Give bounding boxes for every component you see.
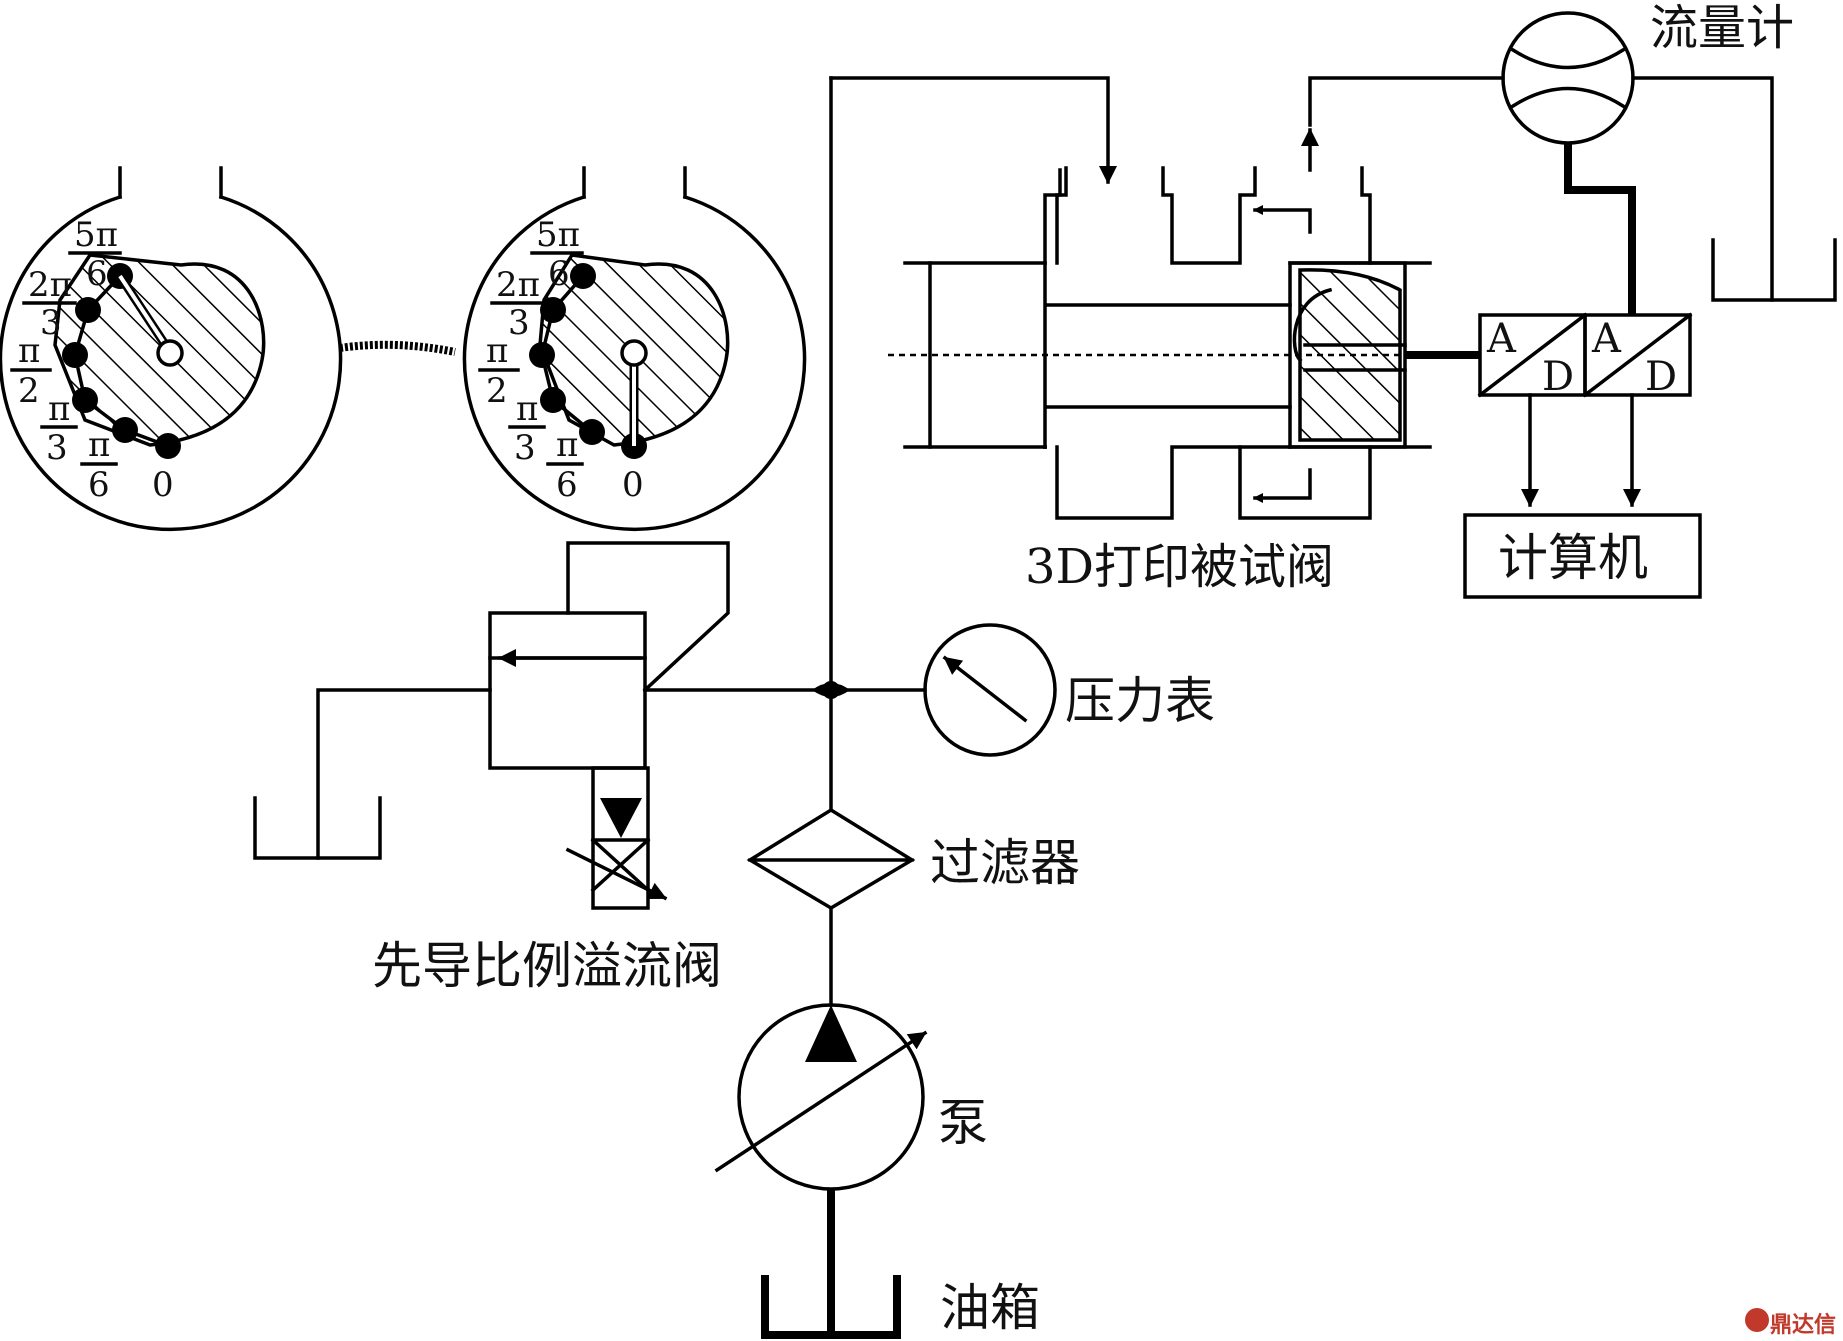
label-zero: 0 bbox=[622, 465, 644, 505]
ad1-a-label: A bbox=[1486, 316, 1517, 362]
tank-top-right bbox=[1711, 238, 1837, 302]
computer-box bbox=[1463, 513, 1702, 599]
label-pi-2-num: π bbox=[486, 331, 508, 371]
label-pi-2-den: 2 bbox=[18, 371, 40, 411]
label-pi-3-num: π bbox=[48, 389, 70, 429]
flowmeter bbox=[1501, 11, 1636, 315]
label-pi-2-num: π bbox=[18, 331, 40, 371]
label-5pi-6-num: 5π bbox=[74, 215, 118, 255]
pivot-hole-right bbox=[620, 339, 648, 367]
flowmeter-label: 流量计 bbox=[1650, 0, 1794, 56]
label-pi-3-den: 3 bbox=[514, 428, 536, 468]
label-5pi-6-den: 6 bbox=[548, 254, 570, 294]
label-5pi-6-den: 6 bbox=[86, 254, 108, 294]
ad2-a-label: A bbox=[1591, 316, 1622, 362]
watermark-text: 鼎达信 bbox=[1770, 1312, 1836, 1338]
pump-label: 泵 bbox=[938, 1094, 988, 1152]
ad-converters: A D A D bbox=[1405, 312, 1693, 507]
label-pi-3-den: 3 bbox=[46, 428, 68, 468]
label-pi-6-num: π bbox=[556, 425, 578, 465]
relief-valve bbox=[316, 541, 833, 910]
oil-tank bbox=[761, 1275, 901, 1339]
filter-symbol bbox=[746, 807, 916, 911]
label-2pi-3-num: 2π bbox=[28, 265, 72, 305]
spool-position-diagram-right: 5π 6 2π 3 π 2 π 3 π 6 0 bbox=[462, 166, 807, 531]
computer-label: 计算机 bbox=[1498, 529, 1648, 587]
label-pi-2-den: 2 bbox=[486, 371, 508, 411]
label-pi-3-num: π bbox=[516, 389, 538, 429]
label-2pi-3-den: 3 bbox=[508, 303, 530, 343]
spool-position-diagram-left: 5π 6 2π 3 π 2 π 3 π 6 0 bbox=[0, 166, 343, 531]
label-pi-6-den: 6 bbox=[88, 465, 110, 505]
label-pi-6-den: 6 bbox=[556, 465, 578, 505]
return-line bbox=[1301, 76, 1774, 302]
main-pressure-line bbox=[812, 76, 1117, 812]
pressure-gauge-label: 压力表 bbox=[1065, 672, 1215, 730]
transition-connector bbox=[339, 340, 456, 356]
label-5pi-6-num: 5π bbox=[536, 215, 580, 255]
test-valve bbox=[888, 166, 1432, 520]
ad2-d-label: D bbox=[1645, 354, 1677, 400]
ad1-d-label: D bbox=[1542, 354, 1574, 400]
test-valve-label: 3D打印被试阀 bbox=[1025, 539, 1334, 595]
tank-left bbox=[253, 796, 382, 860]
oil-tank-label: 油箱 bbox=[940, 1279, 1040, 1337]
label-zero: 0 bbox=[152, 465, 174, 505]
pump bbox=[714, 906, 928, 1335]
watermark-logo: 鼎达信 bbox=[1745, 1308, 1836, 1338]
relief-valve-label: 先导比例溢流阀 bbox=[372, 937, 722, 995]
filter-label: 过滤器 bbox=[930, 834, 1080, 892]
label-pi-6-num: π bbox=[88, 425, 110, 465]
label-2pi-3-num: 2π bbox=[496, 265, 540, 305]
label-2pi-3-den: 3 bbox=[40, 303, 62, 343]
pivot-hole-left bbox=[156, 339, 184, 367]
pressure-gauge bbox=[829, 623, 1057, 757]
